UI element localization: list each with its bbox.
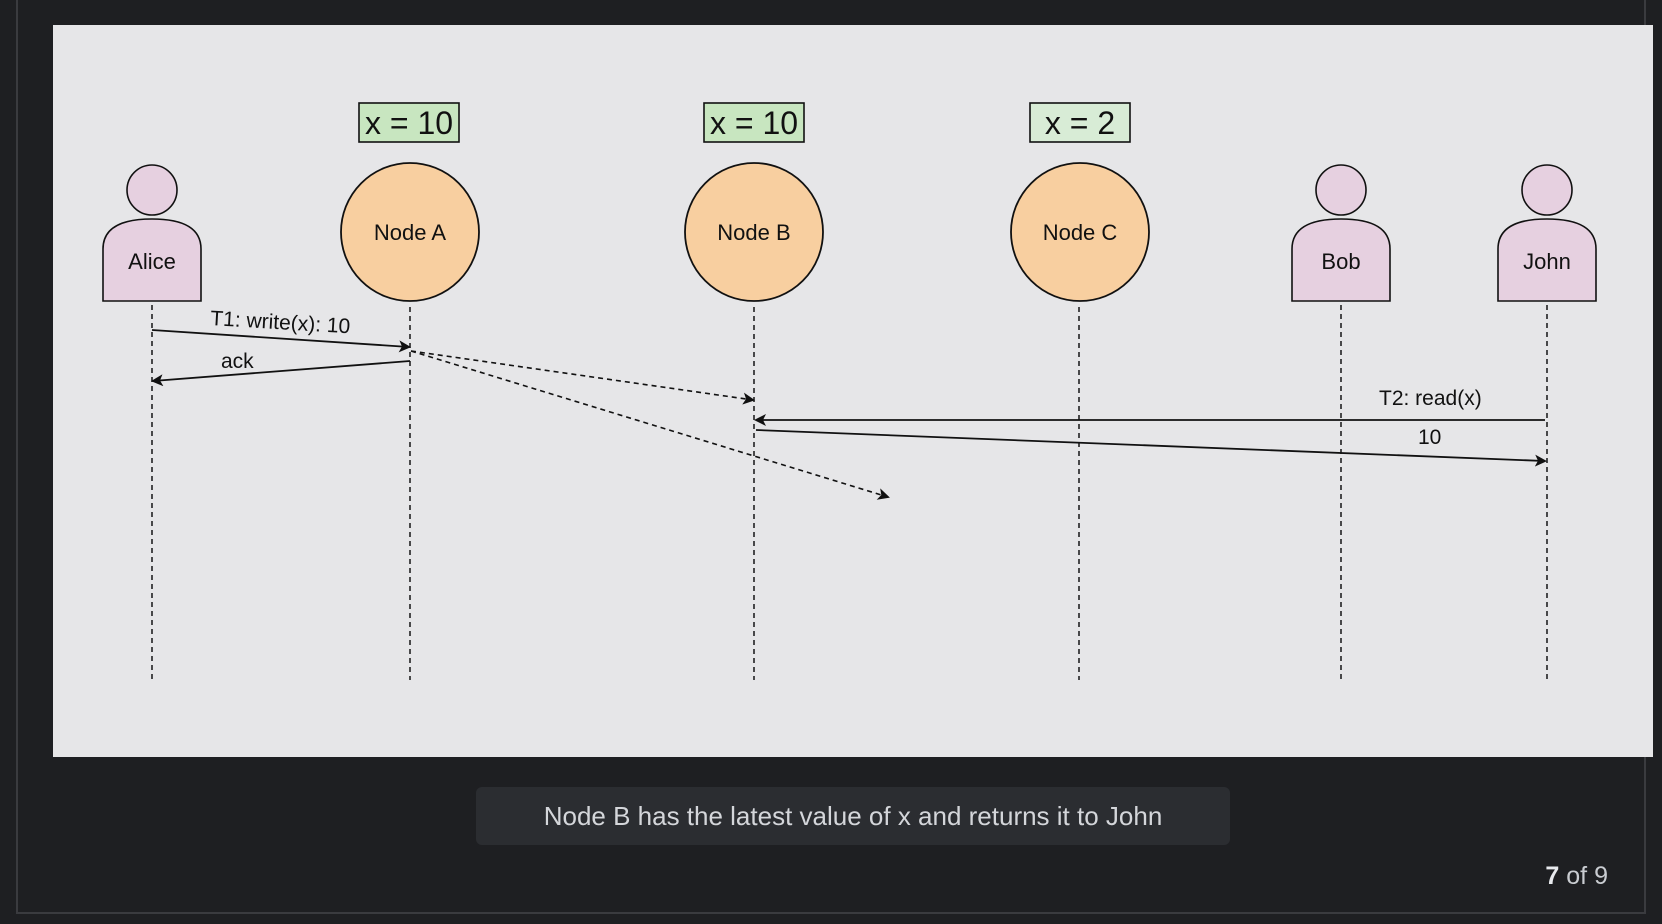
actor-john-label: John	[1523, 249, 1571, 274]
actor-alice-label: Alice	[128, 249, 176, 274]
node-a: Node A	[340, 162, 480, 302]
value-box-node-a: x = 10	[358, 102, 460, 143]
message-t2-read-label: T2: read(x)	[1379, 387, 1482, 410]
message-t1-write-label: T1: write(x): 10	[210, 307, 351, 338]
replication-to-node-c	[410, 350, 890, 500]
message-read-response-label: 10	[1418, 426, 1441, 449]
node-b: Node B	[684, 162, 824, 302]
message-t2-read: T2: read(x)	[754, 387, 1545, 426]
value-label-node-a: x = 10	[365, 105, 453, 141]
actor-alice: Alice	[102, 164, 202, 302]
node-c: Node C	[1010, 162, 1150, 302]
replication-to-node-b	[410, 350, 755, 405]
actor-bob-label: Bob	[1321, 249, 1360, 274]
slide-caption: Node B has the latest value of x and ret…	[476, 787, 1230, 845]
slide-counter-total: 9	[1594, 862, 1608, 890]
message-read-response: 10	[755, 426, 1547, 467]
slide-caption-text: Node B has the latest value of x and ret…	[543, 800, 1163, 831]
slide-counter: 7 of 9	[1545, 862, 1608, 891]
node-c-label: Node C	[1043, 220, 1118, 245]
actor-john: John	[1497, 164, 1597, 302]
sequence-diagram: x = 10 x = 10 x = 2 Node A Node B Nod	[102, 102, 1597, 680]
slide-counter-current: 7	[1545, 862, 1560, 890]
node-a-label: Node A	[374, 220, 446, 245]
value-label-node-c: x = 2	[1045, 105, 1115, 141]
value-box-node-c: x = 2	[1029, 102, 1131, 143]
slide-diagram: x = 10 x = 10 x = 2 Node A Node B Nod	[53, 25, 1653, 757]
message-ack-label: ack	[221, 350, 254, 373]
slideshow-viewer: x = 10 x = 10 x = 2 Node A Node B Nod	[16, 0, 1653, 914]
message-ack: ack	[151, 350, 411, 387]
actor-bob: Bob	[1291, 164, 1391, 302]
slide-counter-separator: of	[1566, 862, 1588, 890]
value-label-node-b: x = 10	[710, 105, 798, 141]
node-b-label: Node B	[717, 220, 790, 245]
value-box-node-b: x = 10	[703, 102, 805, 143]
message-t1-write: T1: write(x): 10	[151, 307, 411, 353]
